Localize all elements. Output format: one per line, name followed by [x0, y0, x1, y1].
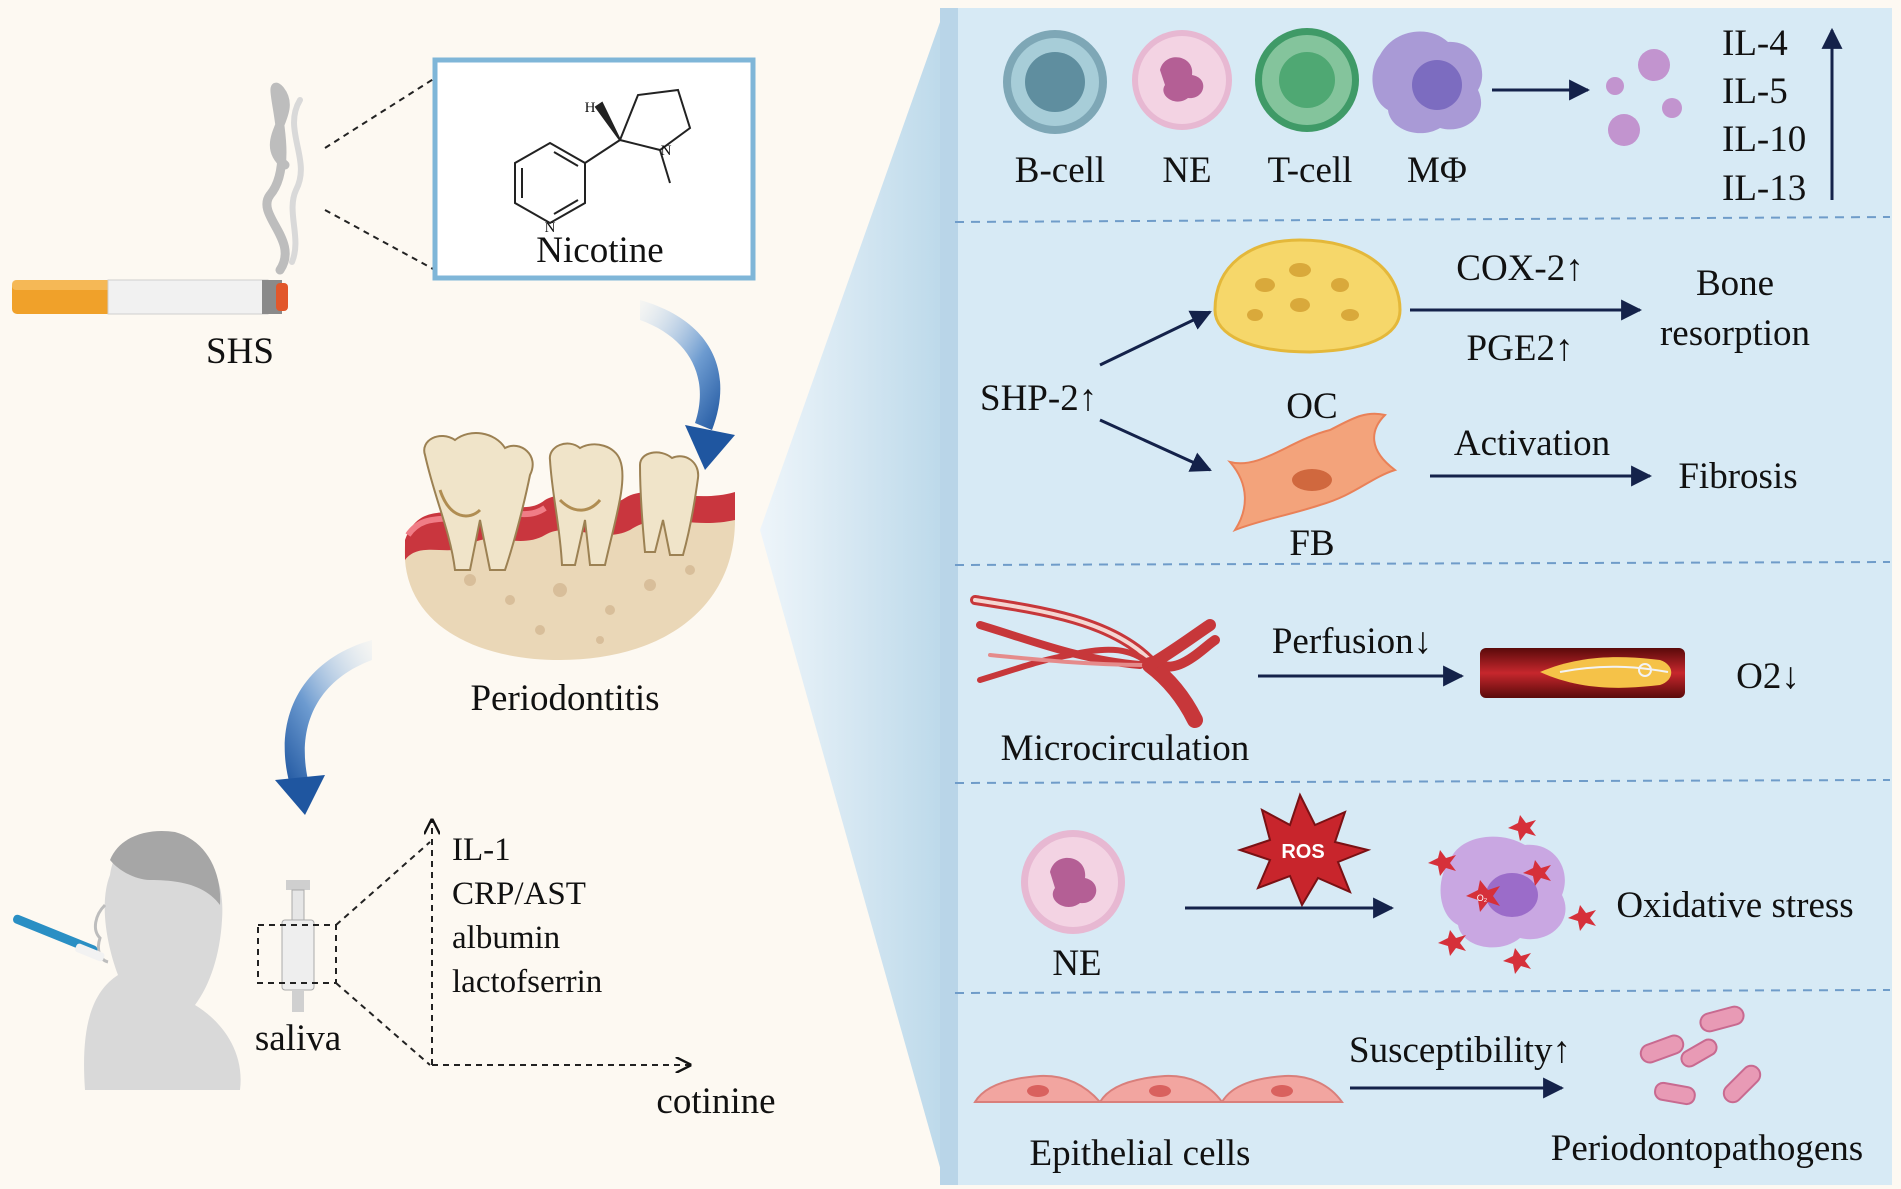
epithelial-cells-icon [973, 1074, 1344, 1103]
right-panel-edge [940, 8, 958, 1185]
atom-nitrogen-ring: N [545, 220, 556, 236]
cytokine-il13: IL-13 [1722, 168, 1806, 209]
oc-label: OC [1286, 386, 1337, 427]
damaged-cell-icon [1428, 815, 1596, 974]
panel-dividers [954, 216, 1891, 994]
shp2-to-oc-arrow [1099, 310, 1212, 367]
cytokine-dots-icon [1606, 49, 1682, 146]
activation-label: Activation [1454, 423, 1610, 464]
cell-label-t-cell: T-cell [1268, 150, 1353, 191]
cigarette-icon [12, 82, 304, 315]
nicotine-label: Nicotine [536, 230, 663, 271]
fb-label: FB [1289, 523, 1334, 564]
o2-label: O2↓ [1736, 656, 1800, 697]
smoke-icon [262, 82, 290, 275]
neutrophil-icon [1132, 30, 1232, 130]
bone-outcome-line2: resorption [1660, 313, 1810, 354]
right-panel-background [940, 8, 1892, 1185]
ne-label: NE [1052, 943, 1101, 984]
shs-label: SHS [206, 331, 274, 372]
zoom-line-bottom [324, 209, 436, 271]
saliva-tube-icon [281, 880, 315, 1012]
nicotine-structure-icon [514, 88, 692, 225]
cell-label-macrophage: MΦ [1407, 150, 1467, 191]
cell-label-ne: NE [1162, 150, 1211, 191]
fibrosis-label: Fibrosis [1678, 456, 1797, 497]
biomarker-link-bottom [335, 982, 431, 1066]
cytokine-il10: IL-10 [1722, 119, 1806, 160]
ros-burst-icon [1236, 792, 1372, 908]
curved-arrow-down-icon [640, 300, 735, 470]
periodontitis-label: Periodontitis [470, 678, 659, 719]
curved-arrow-down-left-icon [275, 640, 372, 815]
macrophage-icon [1372, 31, 1483, 134]
cell-label-b-cell: B-cell [1015, 150, 1105, 191]
t-cell-icon [1255, 28, 1359, 132]
oxidative-stress-label: Oxidative stress [1616, 885, 1853, 926]
perfusion-label: Perfusion↓ [1272, 621, 1432, 662]
biomarker-link-top [335, 841, 431, 926]
biomarker-lactoferrin: lactofserrin [452, 964, 602, 1000]
bone-outcome-line1: Bone [1696, 263, 1774, 304]
microcirculation-vessel-icon [970, 595, 1220, 728]
fibroblast-icon [1227, 412, 1398, 533]
epithelial-cells-label: Epithelial cells [1030, 1133, 1251, 1174]
cytokine-il4: IL-4 [1722, 23, 1788, 64]
atom-hydrogen: H [585, 100, 596, 116]
shp2-to-fb-arrow [1099, 418, 1212, 472]
biomarker-albumin: albumin [452, 920, 560, 956]
biomarker-crp-ast: CRP/AST [452, 876, 586, 912]
microcirculation-label: Microcirculation [1001, 728, 1250, 769]
zoom-cone [760, 8, 945, 1185]
radical-label: O₂ [1477, 893, 1488, 903]
cotinine-label: cotinine [656, 1081, 775, 1122]
b-cell-icon [1003, 30, 1107, 134]
blocked-vessel-icon [1480, 648, 1685, 698]
periodontitis-teeth-icon [404, 432, 735, 660]
tube-zoom-box [257, 924, 337, 984]
cox2-label: COX-2↑ [1456, 248, 1583, 289]
saliva-label: saliva [255, 1018, 341, 1059]
cytokine-il5: IL-5 [1722, 71, 1788, 112]
shp2-label: SHP-2↑ [980, 378, 1097, 419]
neutrophil-icon [1021, 830, 1125, 934]
osteoclast-icon [1213, 238, 1402, 354]
susceptibility-label: Susceptibility↑ [1349, 1030, 1571, 1071]
person-saliva-collection-icon [12, 830, 241, 1090]
atom-nitrogen-pyrrolidine: N [661, 143, 672, 159]
nicotine-box [432, 57, 756, 281]
bacteria-icon [1639, 1005, 1762, 1106]
biomarker-il1: IL-1 [452, 832, 511, 868]
periodontopathogens-label: Periodontopathogens [1551, 1128, 1863, 1169]
pge2-label: PGE2↑ [1467, 328, 1574, 369]
ros-label: ROS [1281, 841, 1324, 863]
